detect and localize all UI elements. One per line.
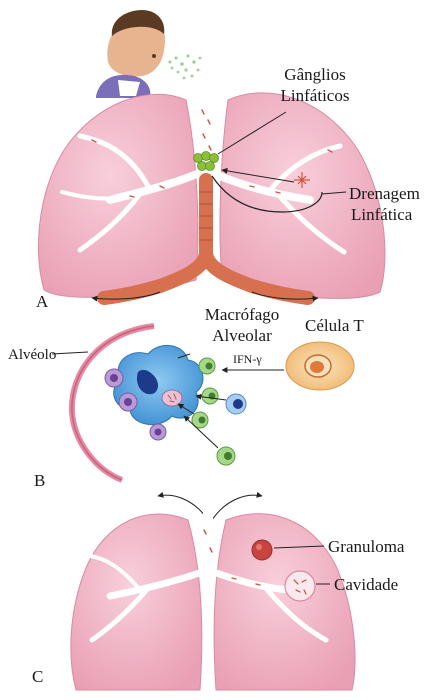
panel-a: Gânglios Linfáticos Drenagem Linfática A	[36, 10, 420, 311]
lungs-c	[71, 512, 355, 690]
label-macrophage-line1: Macrófago	[205, 305, 280, 324]
label-granuloma: Granuloma	[328, 537, 405, 556]
lungs-a	[39, 93, 385, 299]
panel-letter-a: A	[36, 292, 49, 311]
panel-letter-c: C	[32, 667, 43, 686]
label-lymph-nodes-line1: Gânglios	[284, 65, 345, 84]
granuloma	[252, 540, 272, 560]
label-drainage-line1: Drenagem	[349, 184, 420, 203]
alveolar-macrophage	[114, 345, 203, 424]
panel-b: Alvéolo Macrófago Alveolar Célula T IFN-…	[8, 305, 364, 490]
label-macrophage-line2: Alveolar	[212, 326, 272, 345]
cavity	[285, 571, 315, 601]
person-coughing-illustration	[96, 10, 165, 98]
label-cavity: Cavidade	[334, 575, 398, 594]
cough-droplets	[168, 54, 201, 79]
label-alveolus: Alvéolo	[8, 347, 56, 363]
label-drainage-line2: Linfática	[351, 205, 413, 224]
t-cell	[286, 342, 354, 390]
panel-letter-b: B	[34, 471, 45, 490]
label-t-cell: Célula T	[305, 316, 364, 335]
blue-cell	[226, 394, 246, 414]
alveolus-leader	[52, 352, 88, 354]
label-lymph-nodes-line2: Linfáticos	[281, 86, 350, 105]
panel-c: Granuloma Cavidade C	[32, 495, 405, 690]
label-ifn-gamma: IFN-γ	[233, 352, 262, 366]
